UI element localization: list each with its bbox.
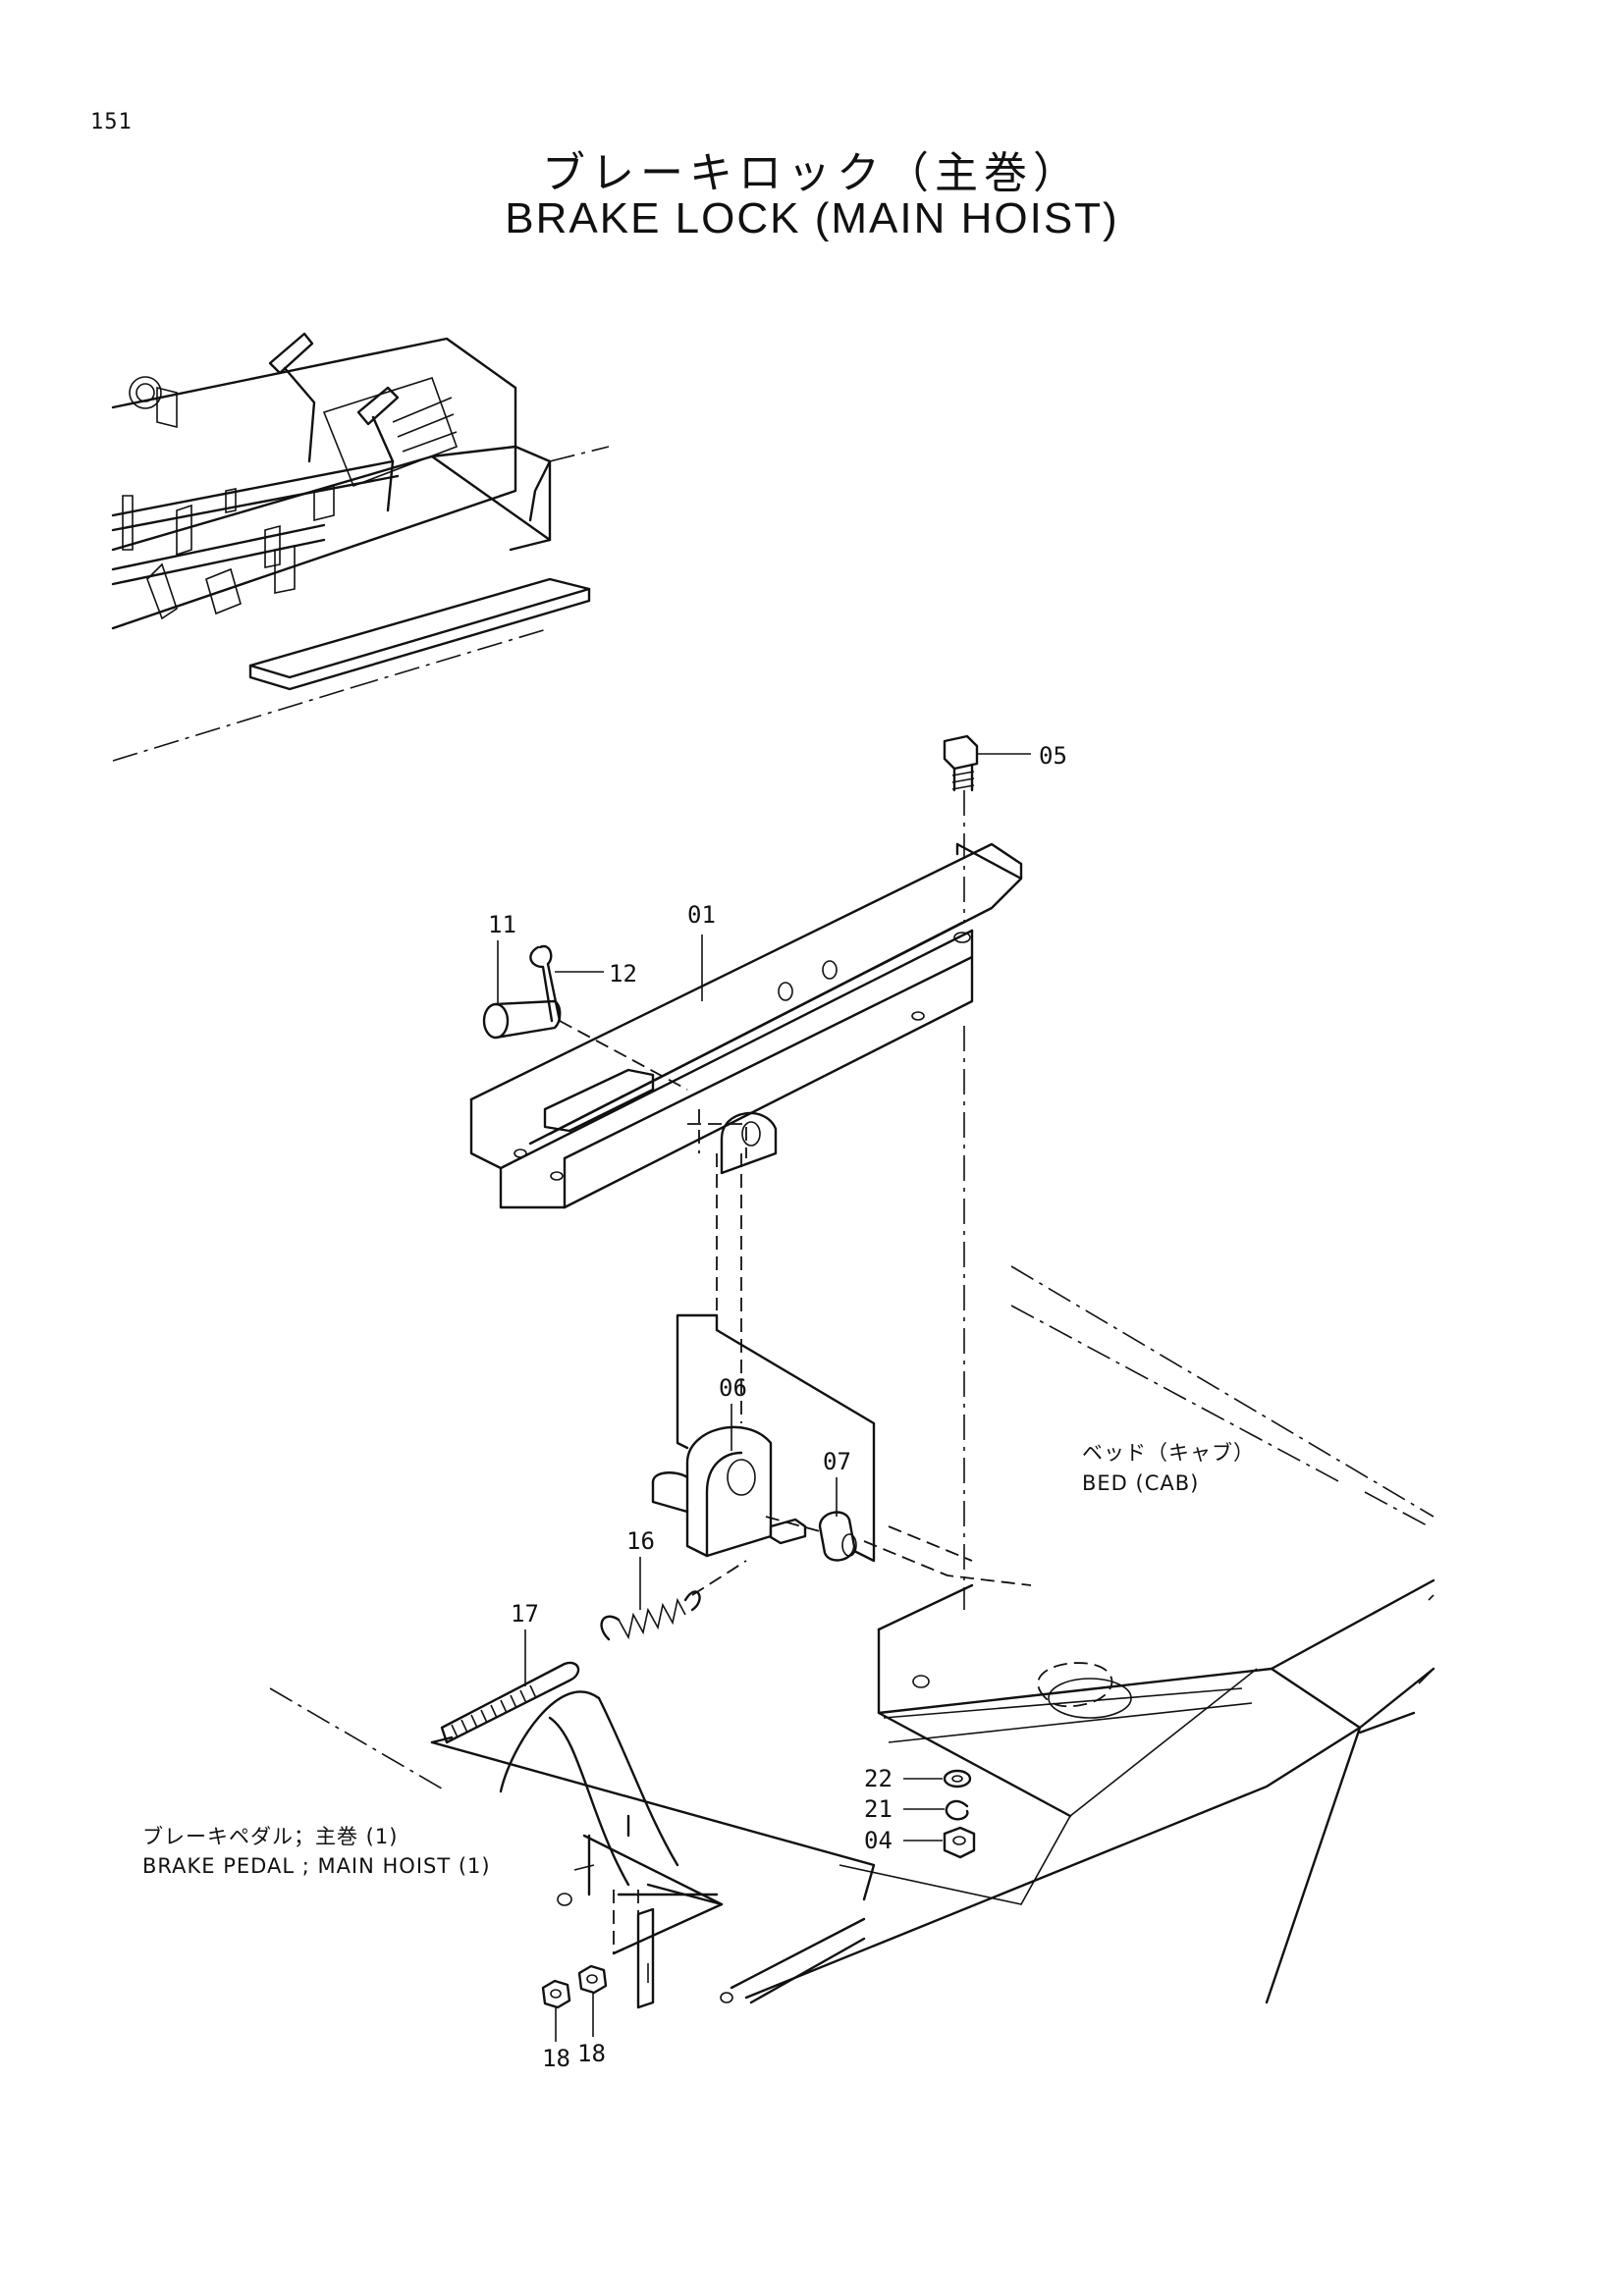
title-english: BRAKE LOCK (MAIN HOIST) <box>505 194 1119 242</box>
bracket-01-drawing <box>469 842 1023 1209</box>
nut-18-right-drawing <box>577 1964 608 1995</box>
brake-pedal-label-en: BRAKE PEDAL ; MAIN HOIST (1) <box>142 1854 491 1878</box>
callout-18-right: 18 <box>577 2040 606 2067</box>
callout-04: 04 <box>864 1827 893 1854</box>
callout-12: 12 <box>609 960 637 988</box>
bolt-05-drawing <box>943 734 1031 792</box>
bed-cab-label-en: BED (CAB) <box>1082 1471 1199 1495</box>
spring-16-drawing <box>600 1560 747 1641</box>
mounting-plate-drawing <box>676 1313 876 1563</box>
pin-11-drawing <box>482 999 688 1091</box>
callout-01: 01 <box>687 901 716 929</box>
callout-06: 06 <box>719 1374 747 1402</box>
callout-18-left: 18 <box>542 2045 570 2072</box>
page-number: 151 <box>90 110 133 134</box>
callout-22: 22 <box>864 1765 893 1792</box>
block-06-drawing <box>651 1425 807 1558</box>
brake-pedal-structure-drawing <box>269 1687 1071 2009</box>
callout-11: 11 <box>488 911 516 938</box>
inset-overview-drawing <box>111 332 610 762</box>
brake-pedal-label-jp: ブレーキペダル；主巻 (1) <box>142 1825 398 1848</box>
callout-05: 05 <box>1039 742 1067 770</box>
callout-16: 16 <box>626 1527 655 1555</box>
nut-04-drawing <box>943 1826 976 1859</box>
collar-07-drawing <box>765 1511 857 1562</box>
lock-washer-21-drawing <box>945 1799 969 1821</box>
cotter-pin-12-drawing <box>529 944 604 1023</box>
callout-21: 21 <box>864 1795 893 1823</box>
nut-18-left-drawing <box>541 1979 571 2009</box>
bed-cab-label-jp: ベッド（キャブ） <box>1082 1441 1255 1465</box>
bed-cab-structure-drawing <box>744 1265 1435 2004</box>
washer-22-drawing <box>943 1769 972 1789</box>
callout-17: 17 <box>511 1600 539 1628</box>
callout-07: 07 <box>823 1448 851 1475</box>
title-japanese: ブレーキロック（主巻） <box>542 148 1082 198</box>
threaded-rod-17-drawing <box>440 1661 580 1744</box>
